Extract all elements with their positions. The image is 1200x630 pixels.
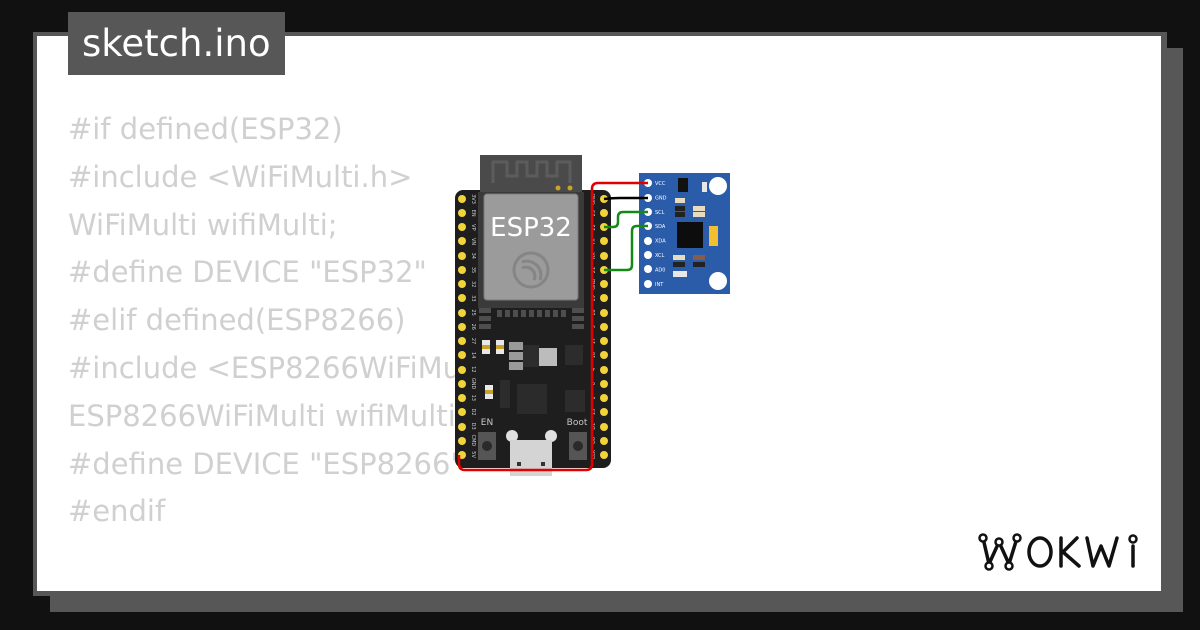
svg-text:WOKWI: WOKWI xyxy=(975,528,979,529)
file-tab[interactable]: sketch.ino xyxy=(68,12,285,75)
pin-label: 32 xyxy=(470,281,476,287)
sensor-pin-label: GND xyxy=(655,195,667,201)
pin-label: CMD xyxy=(470,435,476,447)
pin-label: 3V3 xyxy=(470,194,476,204)
pin-label: CLK xyxy=(591,449,597,459)
sensor-pin-label: SDA xyxy=(655,224,666,230)
chip-label: ESP32 xyxy=(490,213,572,243)
pin-label: GND xyxy=(470,378,476,390)
sensor-pin-label: INT xyxy=(655,282,664,288)
en-button[interactable] xyxy=(478,432,496,460)
svg-text:Boot: Boot xyxy=(567,418,588,428)
pin-label: TX xyxy=(591,238,597,246)
pin-label: 14 xyxy=(470,352,476,358)
sensor-pin-label: AD0 xyxy=(655,267,665,273)
pin-label: 21 xyxy=(591,267,597,273)
pin-label: 26 xyxy=(470,324,476,330)
pin-label: 4 xyxy=(591,368,597,371)
file-tab-label: sketch.ino xyxy=(82,22,271,65)
pin-label: 15 xyxy=(591,409,597,415)
esp32-board[interactable]: ESP32 EN Boot xyxy=(455,155,611,476)
pin-label: D0 xyxy=(591,437,597,444)
sensor-pin-label: XDA xyxy=(655,239,666,245)
pin-label: 0 xyxy=(591,382,597,385)
pin-label: 34 xyxy=(470,253,476,259)
pin-label: D2 xyxy=(470,408,476,415)
wokwi-logo: WOKWI xyxy=(975,528,1150,582)
pin-label: 22 xyxy=(591,224,597,230)
sensor-pin-label: SCL xyxy=(655,210,665,216)
wire-scl xyxy=(604,210,648,229)
pin-label: RX xyxy=(591,252,597,259)
pin-label: 17 xyxy=(591,338,597,344)
sensor-pin-label: VCC xyxy=(655,181,666,187)
pin-label: 35 xyxy=(470,267,476,273)
code-text: #if defined(ESP32) #include <WiFiMulti.h… xyxy=(68,112,541,591)
wire-sda xyxy=(604,224,648,272)
code-preview-area: #if defined(ESP32) #include <WiFiMulti.h… xyxy=(37,36,1161,591)
pin-label: 19 xyxy=(591,295,597,301)
pin-label: 18 xyxy=(591,309,597,315)
pin-label: D1 xyxy=(591,423,597,430)
pin-label: 5 xyxy=(591,325,597,328)
pin-label: 16 xyxy=(591,352,597,358)
pin-label: 2 xyxy=(591,396,597,399)
svg-text:EN: EN xyxy=(481,418,493,428)
pin-label: 23 xyxy=(591,210,597,216)
wire-power xyxy=(457,181,648,472)
pin-label: VN xyxy=(470,238,476,245)
pin-label: 13 xyxy=(470,395,476,401)
wire-ground xyxy=(603,196,648,201)
sensor-pin-label: XCL xyxy=(655,253,665,259)
boot-button[interactable] xyxy=(569,432,587,460)
espressif-logo-icon xyxy=(512,251,550,289)
pin-label: 25 xyxy=(470,309,476,315)
pin-label: 33 xyxy=(470,295,476,301)
pin-label: EN xyxy=(470,210,476,217)
pin-label: GND xyxy=(591,278,597,290)
pin-label: VP xyxy=(470,224,476,230)
pin-label: 5V xyxy=(470,451,476,458)
pin-label: D3 xyxy=(470,423,476,430)
pin-label: GND xyxy=(591,193,597,205)
pin-label: 12 xyxy=(470,366,476,372)
pin-label: 27 xyxy=(470,338,476,344)
